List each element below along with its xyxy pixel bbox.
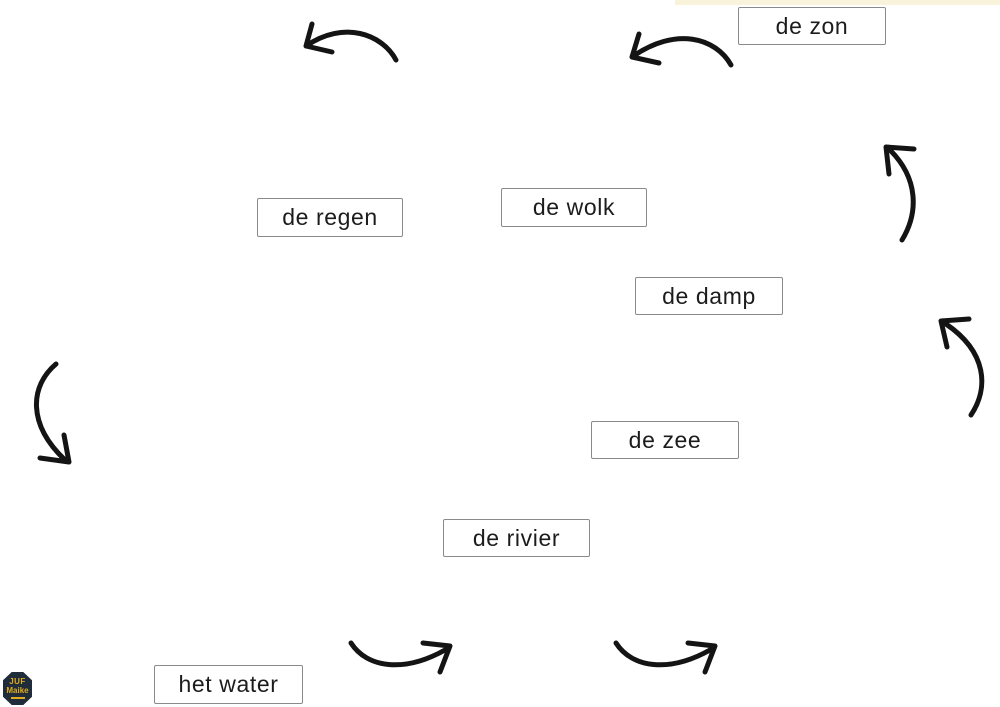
word-card-de-damp[interactable]: de damp [635, 277, 783, 315]
arrow-left-icon [34, 361, 72, 465]
word-card-label: de rivier [472, 524, 561, 551]
word-card-de-zon[interactable]: de zon [738, 7, 886, 45]
arrow-right-lower-icon [938, 316, 985, 418]
arrow-bottom-left-icon [348, 640, 453, 675]
word-card-label: de damp [662, 282, 756, 309]
top-edge-strip [675, 0, 1000, 5]
word-card-label: de regen [282, 204, 378, 230]
word-card-het-water[interactable]: het water [154, 665, 303, 704]
word-card-de-wolk[interactable]: de wolk [501, 188, 647, 227]
word-card-label: de zee [628, 426, 702, 453]
word-card-label: de wolk [532, 194, 616, 220]
word-card-de-zee[interactable]: de zee [591, 421, 739, 459]
word-card-de-rivier[interactable]: de rivier [443, 519, 590, 557]
arrow-top-center-icon [629, 31, 734, 68]
logo-underline [10, 697, 25, 699]
arrow-right-upper-icon [883, 144, 917, 243]
word-card-label: de zon [775, 12, 849, 39]
juf-maike-logo: JUF Maike [3, 672, 32, 705]
word-card-de-regen[interactable]: de regen [257, 198, 403, 237]
arrow-top-left-icon [303, 21, 399, 63]
logo-text-line1: JUF [9, 677, 26, 686]
arrow-bottom-right-icon [613, 640, 718, 675]
word-card-label: het water [178, 671, 279, 697]
logo-text-line2: Maike [6, 686, 29, 695]
